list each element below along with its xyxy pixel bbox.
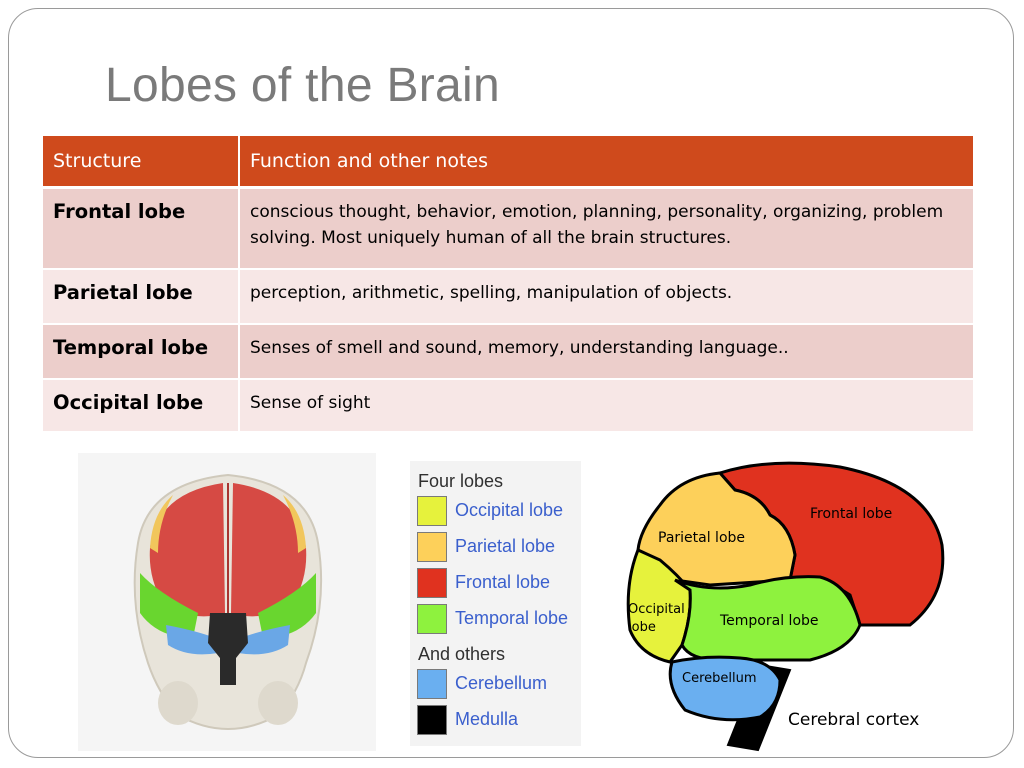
occipital-label-line1: Occipital [628,602,685,617]
skull-illustration [78,453,376,751]
parietal-swatch [417,532,447,562]
brain-side-view: Frontal lobe Parietal lobe Occipital lob… [626,461,945,752]
notes-cell: Senses of smell and sound, memory, under… [239,324,973,380]
legend-item-parietal[interactable]: Parietal lobe [417,532,577,564]
slide-title: Lobes of the Brain [105,59,501,112]
structure-cell: Temporal lobe [43,324,240,380]
legend-heading-and-others: And others [418,644,506,664]
structure-cell: Frontal lobe [43,187,240,270]
frontal-swatch [417,568,447,598]
legend-label[interactable]: Medulla [455,709,519,729]
table-row: Occipital lobe Sense of sight [43,379,973,433]
cerebral-cortex-caption: Cerebral cortex [788,710,919,730]
brain-diagram: Frontal lobe Parietal lobe Occipital lob… [610,455,950,755]
notes-cell: perception, arithmetic, spelling, manipu… [239,269,973,325]
cerebellum-swatch [417,669,447,699]
legend-heading-four-lobes: Four lobes [418,471,504,491]
skull-image [133,473,323,730]
legend-item-cerebellum[interactable]: Cerebellum [417,669,577,701]
table-row: Frontal lobe conscious thought, behavior… [43,187,973,270]
parietal-label: Parietal lobe [658,530,745,546]
occipital-label-line2: lobe [628,620,656,635]
legend: Four lobes Occipital lobe Parietal lobe … [410,461,581,746]
structure-cell: Parietal lobe [43,269,240,325]
legend-label[interactable]: Occipital lobe [455,500,564,520]
medulla-swatch [417,705,447,735]
notes-cell: Sense of sight [239,379,973,433]
legend-label[interactable]: Parietal lobe [455,536,556,556]
notes-cell: conscious thought, behavior, emotion, pl… [239,187,973,270]
header-function: Function and other notes [239,136,973,189]
legend-item-temporal[interactable]: Temporal lobe [417,604,577,636]
lobes-table: Structure Function and other notes Front… [43,136,973,433]
header-structure: Structure [43,136,240,189]
occipital-swatch [417,496,447,526]
legend-label[interactable]: Frontal lobe [455,572,551,592]
table-row: Temporal lobe Senses of smell and sound,… [43,324,973,380]
temporal-swatch [417,604,447,634]
structure-cell: Occipital lobe [43,379,240,433]
legend-label[interactable]: Temporal lobe [455,608,569,628]
legend-label[interactable]: Cerebellum [455,673,548,693]
legend-item-frontal[interactable]: Frontal lobe [417,568,577,600]
temporal-label: Temporal lobe [719,613,819,629]
slide-frame [8,8,1014,758]
table-row: Parietal lobe perception, arithmetic, sp… [43,269,973,325]
legend-item-occipital[interactable]: Occipital lobe [417,496,577,528]
frontal-label: Frontal lobe [810,506,892,522]
table-header-row: Structure Function and other notes [43,136,973,189]
cerebellum-label: Cerebellum [682,671,757,686]
legend-item-medulla[interactable]: Medulla [417,705,577,737]
